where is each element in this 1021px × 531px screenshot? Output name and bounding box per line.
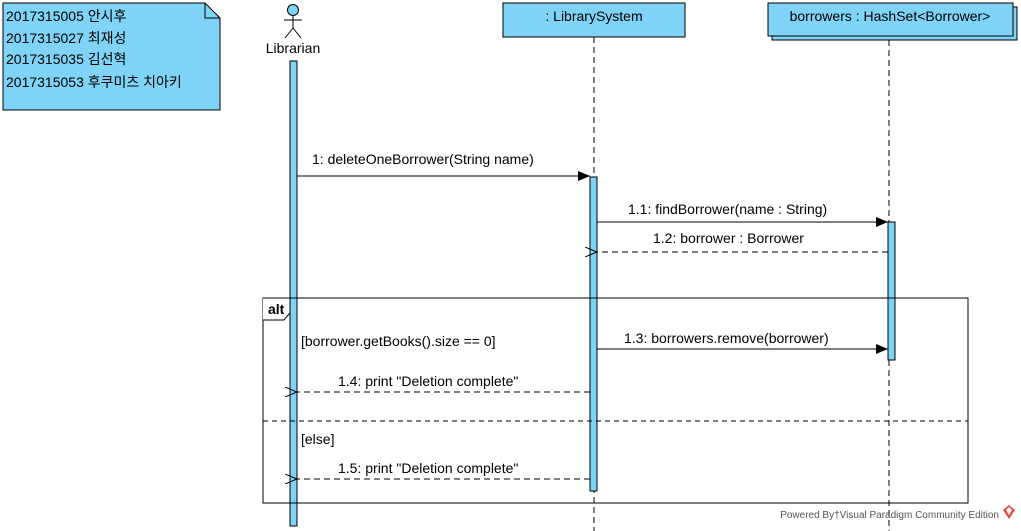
- message-1-1[interactable]: 1.1: findBorrower(name : String): [597, 201, 888, 227]
- borrowers-lifeline[interactable]: borrowers : HashSet<Borrower>: [767, 2, 1018, 531]
- library-system-activation[interactable]: [589, 176, 598, 492]
- note-line-2: 2017315027 최재성: [6, 30, 126, 46]
- library-system-head[interactable]: [502, 2, 686, 38]
- note-line-3: 2017315035 김선혁: [6, 51, 126, 67]
- message-1-1-label: 1.1: findBorrower(name : String): [628, 201, 827, 217]
- watermark: Powered By†Visual Paradigm Community Edi…: [780, 505, 1015, 521]
- message-1-label: 1: deleteOneBorrower(String name): [312, 151, 534, 167]
- actor-icon: [284, 4, 302, 39]
- guard-1-label: [borrower.getBooks().size == 0]: [301, 333, 496, 349]
- message-1[interactable]: 1: deleteOneBorrower(String name): [297, 151, 590, 181]
- borrowers-head[interactable]: [767, 2, 1014, 37]
- librarian-actor[interactable]: Librarian: [266, 4, 320, 57]
- alt-fragment[interactable]: alt [borrower.getBooks().size == 0] [els…: [262, 297, 969, 504]
- message-1-3[interactable]: 1.3: borrowers.remove(borrower): [597, 330, 888, 354]
- librarian-label: Librarian: [266, 40, 320, 56]
- message-1-4-label: 1.4: print "Deletion complete": [338, 373, 518, 389]
- borrowers-label: borrowers : HashSet<Borrower>: [790, 8, 991, 24]
- borrowers-activation[interactable]: [887, 221, 896, 361]
- message-1-4[interactable]: 1.4: print "Deletion complete": [297, 373, 590, 392]
- library-system-label: : LibrarySystem: [545, 8, 642, 24]
- watermark-text: Powered By†Visual Paradigm Community Edi…: [780, 510, 999, 521]
- librarian-activation[interactable]: [289, 60, 298, 527]
- alt-operator-label: alt: [268, 301, 285, 317]
- note-line-4: 2017315053 후쿠미츠 치아키: [6, 74, 182, 90]
- visual-paradigm-logo-icon: [1003, 505, 1015, 519]
- note-line-1: 2017315005 안시후: [6, 8, 127, 24]
- message-1-2[interactable]: 1.2: borrower : Borrower: [597, 230, 888, 252]
- message-1-5-label: 1.5: print "Deletion complete": [338, 460, 518, 476]
- team-note: 2017315005 안시후 2017315027 최재성 2017315035…: [2, 2, 221, 111]
- message-1-3-label: 1.3: borrowers.remove(borrower): [624, 330, 829, 346]
- message-1-5[interactable]: 1.5: print "Deletion complete": [297, 460, 590, 479]
- guard-2-label: [else]: [301, 431, 334, 447]
- message-1-2-label: 1.2: borrower : Borrower: [653, 230, 804, 246]
